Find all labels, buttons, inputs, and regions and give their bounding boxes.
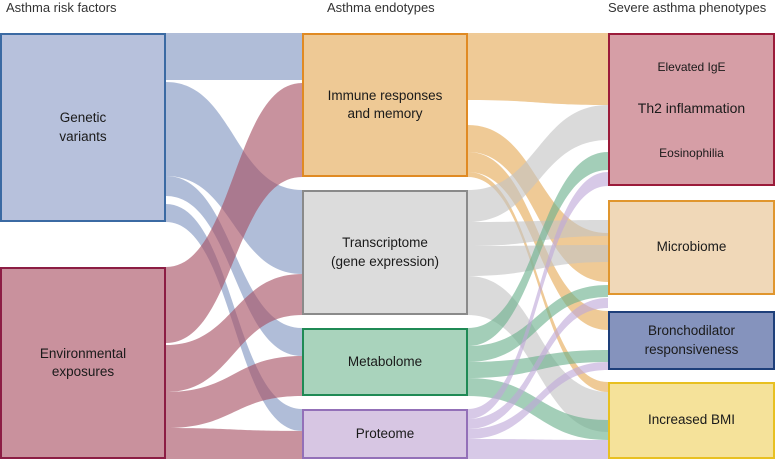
node-label: Immune responses: [327, 87, 443, 103]
column-title-phenotypes: Severe asthma phenotypes: [608, 0, 767, 15]
flow-ribbon-proteome: [468, 439, 608, 459]
node-sublabel-elevated-ige: Elevated IgE: [657, 60, 726, 74]
flow-ribbon-proteome: [468, 298, 608, 429]
node-label: Microbiome: [656, 239, 727, 255]
node-label: Transcriptome: [342, 235, 428, 251]
flow-ribbon-environmental: [166, 356, 302, 428]
flow-ribbon-immune: [468, 172, 608, 392]
node-label-th2-inflammation: Th2 inflammation: [637, 100, 746, 116]
flow-ribbon-genetic: [166, 176, 302, 356]
flow-ribbon-environmental: [166, 83, 302, 343]
node-increased-bmi: Increased BMI: [608, 382, 775, 459]
node-label: variants: [59, 128, 107, 144]
flow-ribbon-metabolome: [468, 152, 608, 346]
node-microbiome: Microbiome: [608, 200, 775, 295]
column-title-endotypes: Asthma endotypes: [327, 0, 435, 15]
flow-ribbon-genetic: [166, 33, 302, 80]
flow-ribbon-immune: [468, 33, 608, 105]
node-label: responsiveness: [644, 341, 739, 357]
node-genetic-variants: Genetic variants: [0, 33, 166, 222]
flow-ribbon-environmental: [166, 274, 302, 392]
column-title-risk-factors: Asthma risk factors: [6, 0, 117, 15]
node-label: (gene expression): [330, 253, 440, 269]
node-label: exposures: [51, 364, 115, 379]
node-sublabel-eosinophilia: Eosinophilia: [659, 146, 724, 160]
flow-ribbon-metabolome: [468, 285, 608, 362]
flow-ribbon-immune: [468, 125, 608, 282]
flow-ribbon-transcriptome: [468, 220, 608, 246]
node-metabolome: Metabolome: [302, 328, 468, 396]
node-label: Proteome: [355, 425, 415, 441]
node-proteome: Proteome: [302, 409, 468, 459]
node-label: Environmental: [39, 345, 127, 361]
node-label: and memory: [347, 106, 423, 121]
flow-ribbon-transcriptome: [468, 245, 608, 276]
node-label: Increased BMI: [647, 412, 736, 428]
node-label: Metabolome: [347, 353, 423, 369]
node-label: Genetic: [59, 110, 107, 126]
node-bronchodilator-responsiveness: Bronchodilator responsiveness: [608, 311, 775, 370]
node-label: Bronchodilator: [647, 323, 736, 339]
flow-ribbon-proteome: [468, 362, 608, 439]
flow-ribbon-proteome: [468, 172, 608, 419]
node-th2-inflammation: Elevated IgE Th2 inflammation Eosinophil…: [608, 33, 775, 186]
node-immune-responses: Immune responses and memory: [302, 33, 468, 177]
flow-ribbon-transcriptome: [468, 105, 608, 222]
flow-ribbon-environmental: [166, 428, 302, 459]
node-transcriptome: Transcriptome (gene expression): [302, 190, 468, 315]
node-environmental-exposures: Environmental exposures: [0, 267, 166, 459]
